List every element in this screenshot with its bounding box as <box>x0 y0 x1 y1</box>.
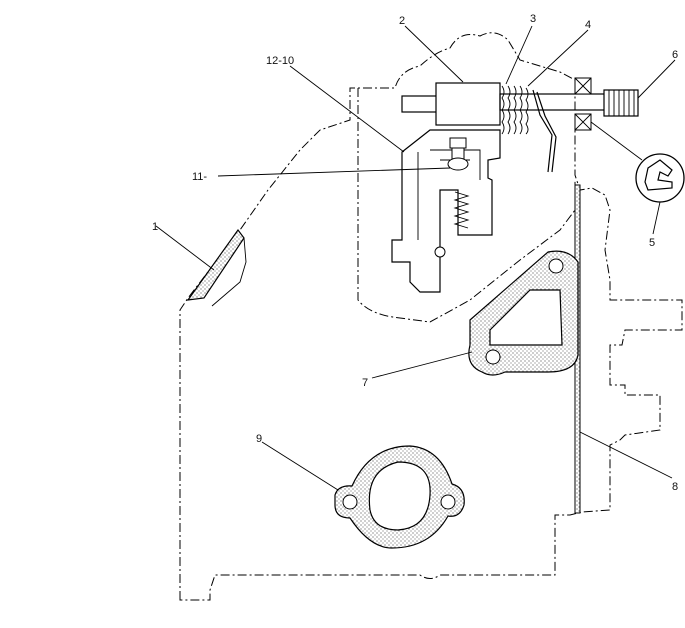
gasket-9-hole-left <box>342 494 358 510</box>
leader-3 <box>505 25 533 85</box>
bolt-nut <box>447 157 469 171</box>
leader-5 <box>652 201 661 235</box>
leader-8 <box>579 431 673 479</box>
callout-11: 11- <box>192 171 207 183</box>
leader-2 <box>404 25 464 83</box>
callout-8: 8 <box>672 481 678 493</box>
callout-1: 1 <box>152 221 158 233</box>
leader-6 <box>637 59 676 99</box>
shaft-collar-part-2 <box>435 82 501 126</box>
spring-arm-part-4 <box>532 89 557 173</box>
leader-1 <box>155 225 215 271</box>
leader-11 <box>217 167 451 177</box>
bearing-upper-cross <box>574 77 592 95</box>
oval-gasket-part-9 <box>334 445 465 549</box>
bolt-head-part-11 <box>449 137 467 149</box>
cover-outline <box>357 88 576 323</box>
callout-3: 3 <box>530 13 536 25</box>
gasket-9-hole-right <box>440 494 456 510</box>
linkage-bracket <box>391 129 501 293</box>
callout-7: 7 <box>362 377 368 389</box>
detail-circle-part-5 <box>635 153 685 203</box>
detail-circle-clip <box>644 159 673 191</box>
callout-2: 2 <box>399 15 405 27</box>
callout-4: 4 <box>585 19 591 31</box>
leader-4 <box>527 29 589 87</box>
pivot-pin <box>434 246 446 258</box>
bearing-lower-cross <box>574 113 592 131</box>
gasket-7-hole-top <box>548 258 564 274</box>
small-spring <box>453 191 470 229</box>
callout-9: 9 <box>256 433 262 445</box>
triangular-gasket-part-7 <box>468 250 579 376</box>
housing-outline <box>179 32 683 601</box>
gasket-strip-part-1 <box>186 228 245 301</box>
gasket-7-hole-bottom <box>485 349 501 365</box>
callout-5: 5 <box>649 237 655 249</box>
spline-teeth <box>608 90 635 116</box>
leader-5b <box>590 121 643 161</box>
shaft-left-stub <box>401 95 439 113</box>
callout-12-10: 12-10 <box>266 55 294 67</box>
leader-9 <box>261 441 339 491</box>
gasket-strip-bracket <box>211 237 247 307</box>
callout-6: 6 <box>672 49 678 61</box>
leader-10 <box>289 65 405 153</box>
splined-shaft-end-part-6 <box>603 89 639 117</box>
leader-7 <box>371 351 473 379</box>
